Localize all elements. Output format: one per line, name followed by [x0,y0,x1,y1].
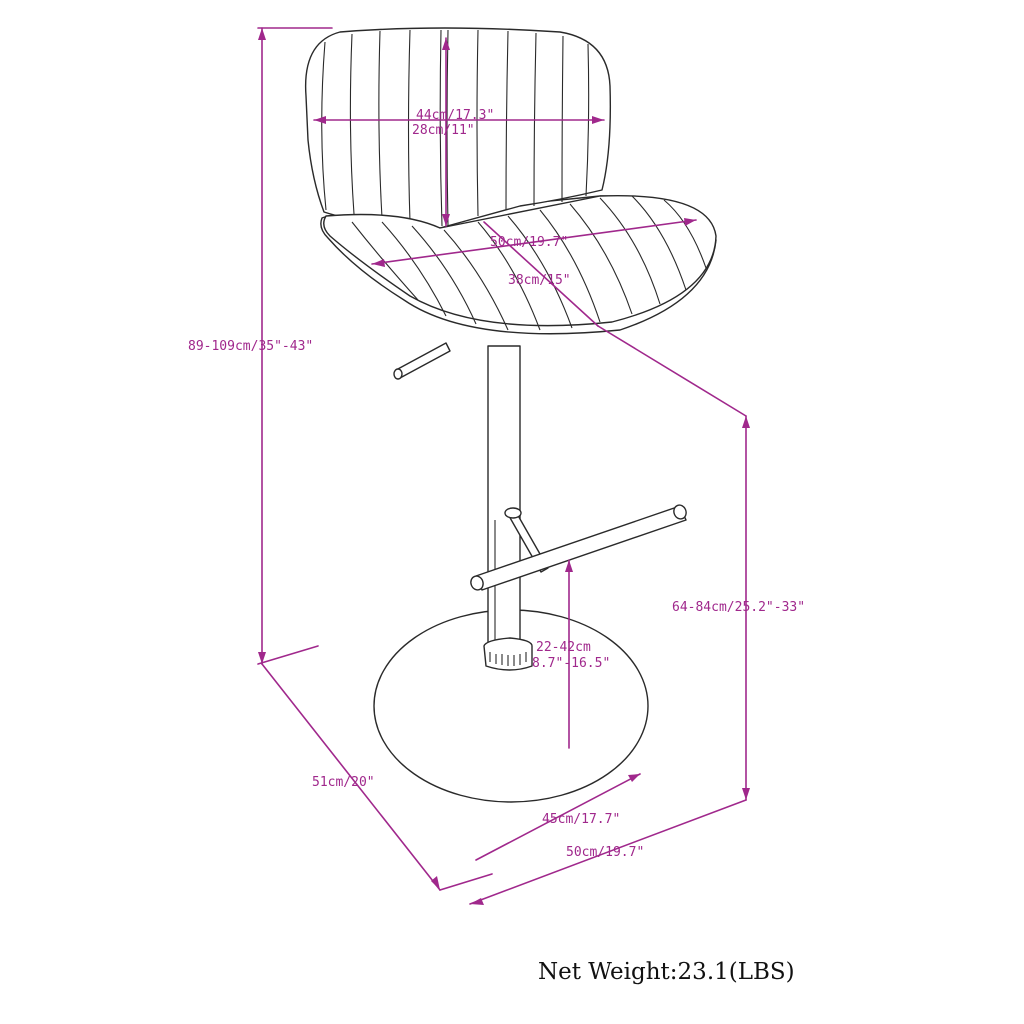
seat-cushion [323,194,717,327]
label-seat-height: 64-84cm/25.2"-33" [672,600,805,615]
label-back-height: 28cm/11" [412,123,475,138]
height-lever [393,342,451,380]
gas-lift-column [487,345,521,645]
label-overall-height: 89-109cm/35"-43" [188,339,313,354]
label-overall-depth: 51cm/20" [312,775,375,790]
label-footrest-height-1: 22-42cm [536,640,591,655]
label-seat-depth: 38cm/15" [508,273,571,288]
stool-illustration [304,27,717,803]
column-collar [483,637,533,671]
net-weight-label: Net Weight:23.1(LBS) [538,959,795,985]
dimension-lines [257,27,747,905]
label-seat-back-width: 44cm/17.3" [416,108,494,123]
dimension-labels: 44cm/17.3" 28cm/11" 50cm/19.7" 38cm/15" … [188,108,805,860]
dimension-arrows [258,28,750,905]
label-overall-width: 50cm/19.7" [566,845,644,860]
label-seat-width: 50cm/19.7" [490,235,568,250]
footrest-bar [470,504,687,591]
backrest-channels [321,29,590,227]
label-footrest-height-2: 8.7"-16.5" [532,656,610,671]
label-base-diameter: 45cm/17.7" [542,812,620,827]
